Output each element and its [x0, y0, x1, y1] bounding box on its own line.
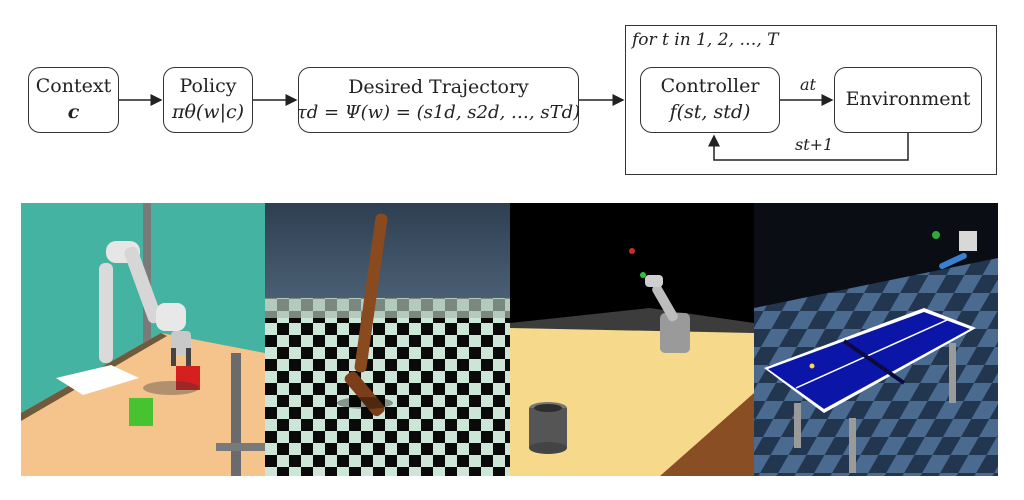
- panel-robot-arm-box-pushing: [21, 203, 265, 476]
- panel-table-tennis: [754, 203, 998, 476]
- arrow-feedback: [708, 133, 909, 161]
- context-box: Context c: [28, 67, 119, 133]
- controller-box: Controller f(st, std): [640, 67, 780, 133]
- controller-title: Controller: [660, 75, 760, 98]
- panel-hopper-checkerboard: [265, 203, 510, 476]
- context-variable: c: [67, 101, 80, 123]
- policy-formula: πθ(w|c): [171, 101, 245, 123]
- loop-frame: [625, 25, 997, 175]
- trajectory-title: Desired Trajectory: [348, 76, 529, 99]
- loop-label: for t in 1, 2, …, T: [632, 30, 779, 50]
- action-label: at: [800, 75, 816, 94]
- context-title: Context: [35, 75, 112, 98]
- policy-box: Policy πθ(w|c): [163, 67, 253, 133]
- policy-title: Policy: [179, 75, 237, 98]
- trajectory-formula: τd = Ψ(w) = (s1d, s2d, …, sTd): [296, 101, 581, 123]
- diagram-arrows: [119, 94, 909, 161]
- controller-formula: f(st, std): [669, 101, 751, 123]
- environment-title: Environment: [845, 88, 971, 111]
- panel-reacher-cup-table: [510, 203, 754, 476]
- state-label: st+1: [795, 135, 834, 154]
- trajectory-box: Desired Trajectory τd = Ψ(w) = (s1d, s2d…: [296, 67, 581, 133]
- environment-box: Environment: [834, 67, 982, 133]
